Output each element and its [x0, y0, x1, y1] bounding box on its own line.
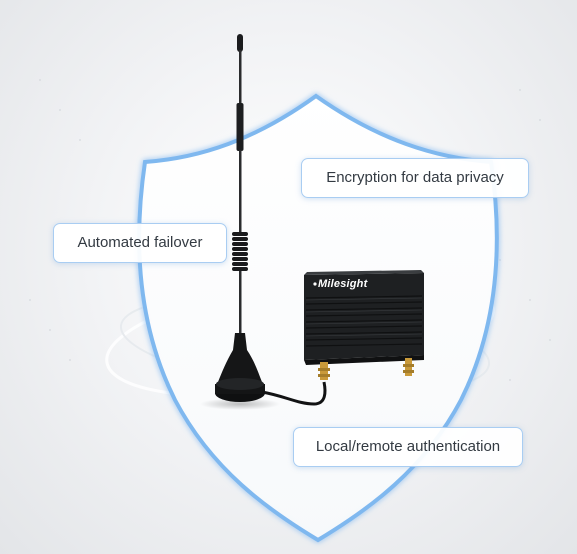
device-brand-logo: Milesight — [318, 278, 368, 290]
callout-failover: Automated failover — [53, 223, 227, 263]
base-shadow — [200, 398, 280, 410]
callout-encryption: Encryption for data privacy — [301, 158, 529, 198]
sma-connector-right — [403, 358, 414, 376]
backdrop-dots — [29, 79, 551, 381]
sma-connector-left — [318, 362, 330, 380]
antenna-cable — [261, 381, 327, 406]
callout-authentication: Local/remote authentication — [293, 427, 523, 467]
router-device — [304, 270, 424, 365]
antenna — [215, 34, 265, 402]
